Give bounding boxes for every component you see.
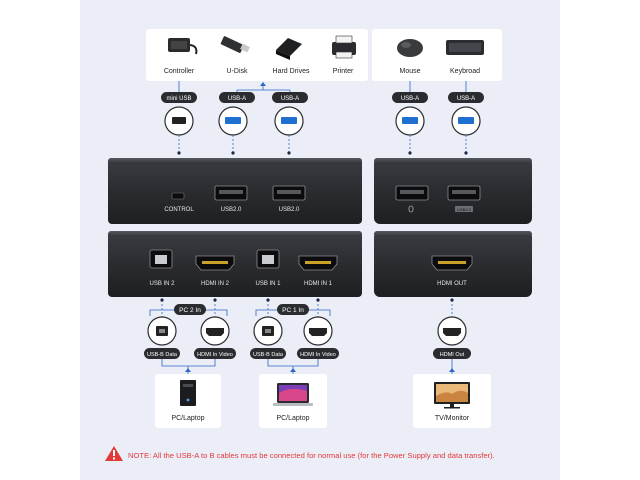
device-label-controller: Controller xyxy=(164,68,195,75)
cable-label-hdmi-in-video-2: HDMI In Video xyxy=(197,352,233,358)
printer-icon xyxy=(332,35,356,59)
top-device-group-left xyxy=(146,29,368,81)
port-label-usb-in-1: USB IN 1 xyxy=(255,281,281,287)
usb-b-port-1 xyxy=(256,249,280,269)
monitor-icon xyxy=(434,382,470,409)
laptop-icon xyxy=(273,383,313,406)
device-label-tv-monitor: TV/Monitor xyxy=(435,415,470,422)
cable-label-usb-a-2: USB-A xyxy=(281,96,299,102)
bottom-cable-labels: USB-B Data HDMI In Video USB-B Data HDMI… xyxy=(144,348,471,359)
device-label-keyboard: Keybroad xyxy=(450,68,480,75)
pc-tower-icon xyxy=(180,380,196,406)
bottom-dashed-connections xyxy=(161,300,453,318)
top-cable-labels: mini USB USB-A USB-A USB-A USB-A xyxy=(161,92,484,103)
mini-usb-port xyxy=(171,192,185,200)
usb2-badge-text: USB2.0 xyxy=(457,207,472,212)
top-dashed-connections xyxy=(178,135,467,152)
kvm-box-pc-inputs: USB IN 2 HDMI IN 2 USB IN 1 HDMI IN 1 xyxy=(108,231,362,297)
top-device-group-right xyxy=(372,29,502,81)
cable-label-usb-b-data-2: USB-B Data xyxy=(147,352,178,358)
hdmi-port-2 xyxy=(195,255,235,271)
pc-group-labels: PC 2 In PC 1 In xyxy=(174,304,309,315)
port-label-usb2-2: USB2.0 xyxy=(279,207,300,213)
kvm-box-hdmi-output: HDMI OUT xyxy=(374,231,532,297)
top-arrow-heads xyxy=(177,151,468,155)
group-label-pc-1: PC 1 In xyxy=(282,307,304,314)
hdmi-port-1 xyxy=(298,255,338,271)
cable-label-hdmi-in-video-1: HDMI In Video xyxy=(300,352,336,358)
device-label-pc-laptop-2: PC/Laptop xyxy=(171,415,204,422)
device-label-printer: Printer xyxy=(333,68,354,75)
port-label-control: CONTROL xyxy=(164,207,194,213)
cable-label-usb-a-4: USB-A xyxy=(457,96,475,102)
cable-label-usb-a-1: USB-A xyxy=(228,96,246,102)
device-label-u-disk: U-Disk xyxy=(227,68,248,75)
note-text: NOTE: All the USB-A to B cables must be … xyxy=(128,451,495,460)
usb-drive-icon xyxy=(220,36,250,53)
up-arrow-icon xyxy=(260,82,266,86)
port-label-hdmi-in-1: HDMI IN 1 xyxy=(304,281,333,287)
bottom-connector-circles xyxy=(147,316,467,346)
cable-label-mini-usb: mini USB xyxy=(166,96,191,102)
port-label-usb-in-2: USB IN 2 xyxy=(149,281,175,287)
bottom-arrow-heads xyxy=(160,298,454,302)
bottom-up-arrows xyxy=(185,368,455,372)
keyboard-icon xyxy=(446,40,484,55)
port-label-hdmi-in-2: HDMI IN 2 xyxy=(201,281,230,287)
kvm-box-keyboard-mouse: USB2.0 xyxy=(374,158,532,224)
hdmi-out-port xyxy=(431,255,473,271)
usb-b-port-2 xyxy=(149,249,173,269)
cable-label-usb-a-3: USB-A xyxy=(401,96,419,102)
top-connector-circles xyxy=(164,106,481,136)
mouse-symbol-icon xyxy=(408,205,414,213)
kvm-box-usb-ports: CONTROL USB2.0 USB2.0 xyxy=(108,158,362,224)
device-label-pc-laptop-1: PC/Laptop xyxy=(276,415,309,422)
controller-icon xyxy=(168,38,198,55)
cable-label-usb-b-data-1: USB-B Data xyxy=(253,352,284,358)
cable-label-hdmi-out: HDMI Out xyxy=(440,352,465,358)
port-label-usb2-1: USB2.0 xyxy=(221,207,242,213)
usb2-badge xyxy=(455,206,473,212)
port-label-hdmi-out: HDMI OUT xyxy=(437,281,467,287)
warning-note: NOTE: All the USB-A to B cables must be … xyxy=(105,446,495,461)
mouse-icon xyxy=(397,39,423,57)
group-label-pc-2: PC 2 In xyxy=(179,307,201,314)
hard-drive-icon xyxy=(276,38,302,60)
device-label-hard-drives: Hard Drives xyxy=(273,68,310,75)
device-label-mouse: Mouse xyxy=(399,68,420,75)
